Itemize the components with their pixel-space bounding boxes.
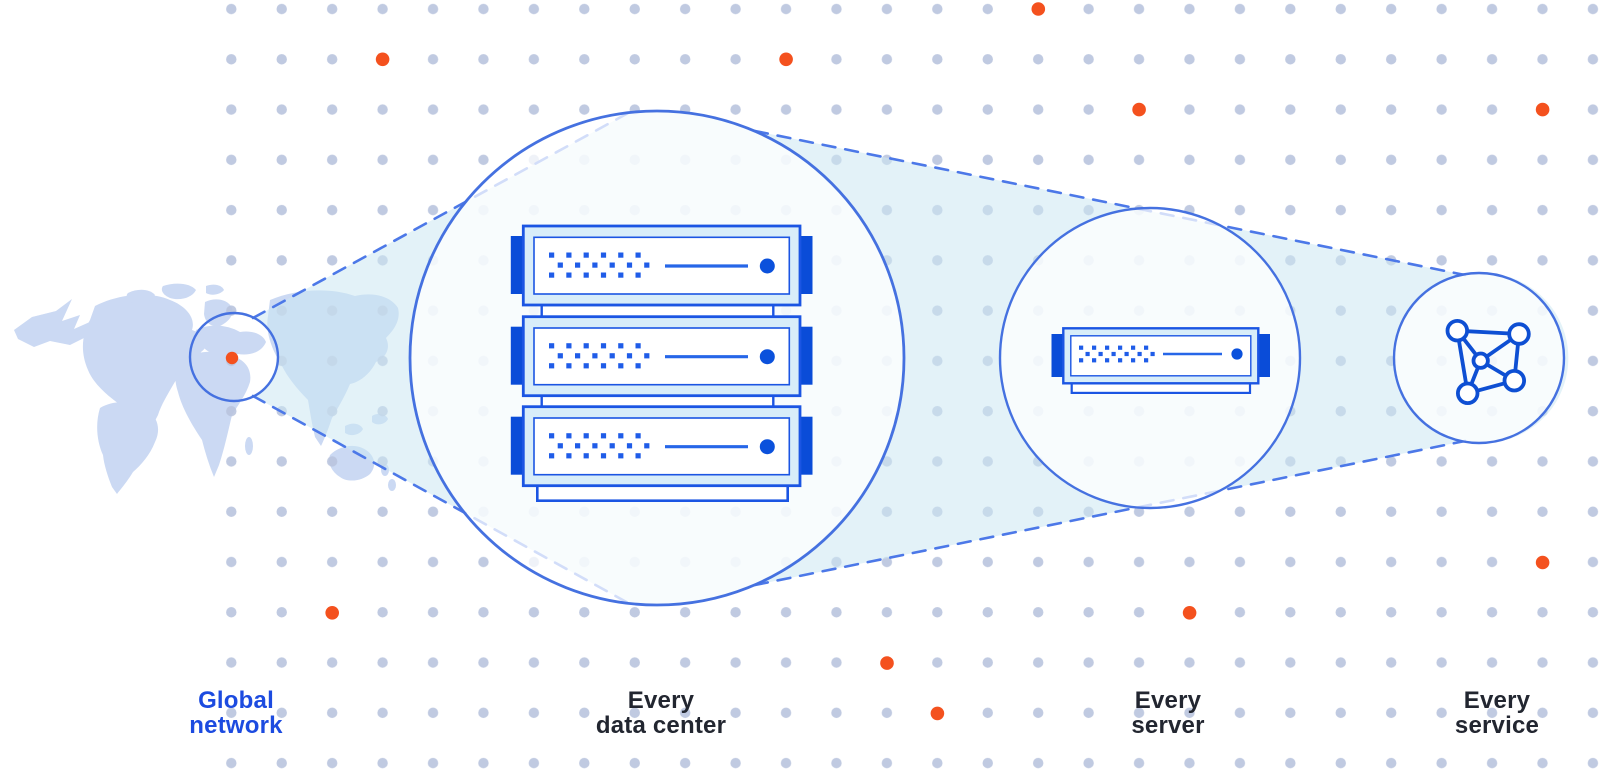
orange-location-dot <box>225 351 239 365</box>
network-graph-icon <box>1445 319 1531 406</box>
label-line: Every <box>1134 687 1202 714</box>
orange-accent-dots <box>325 2 1550 721</box>
map-region-circle <box>188 311 280 403</box>
label-line: server <box>1131 712 1205 739</box>
label-line: Global <box>198 687 274 714</box>
server-unit-icon <box>1051 327 1270 394</box>
label-line: Every <box>1463 687 1531 714</box>
stage-label-every-service: Every service <box>1377 688 1617 738</box>
label-line: data center <box>595 712 727 739</box>
label-line: service <box>1454 712 1540 739</box>
server-rack-stack-icon <box>509 224 815 502</box>
stage-label-every-data-center: Every data center <box>541 688 781 738</box>
label-line: Every <box>627 687 695 714</box>
stage-label-every-server: Every server <box>1048 688 1288 738</box>
stage-label-global-network: Global network <box>116 688 356 738</box>
label-line: network <box>189 712 283 739</box>
